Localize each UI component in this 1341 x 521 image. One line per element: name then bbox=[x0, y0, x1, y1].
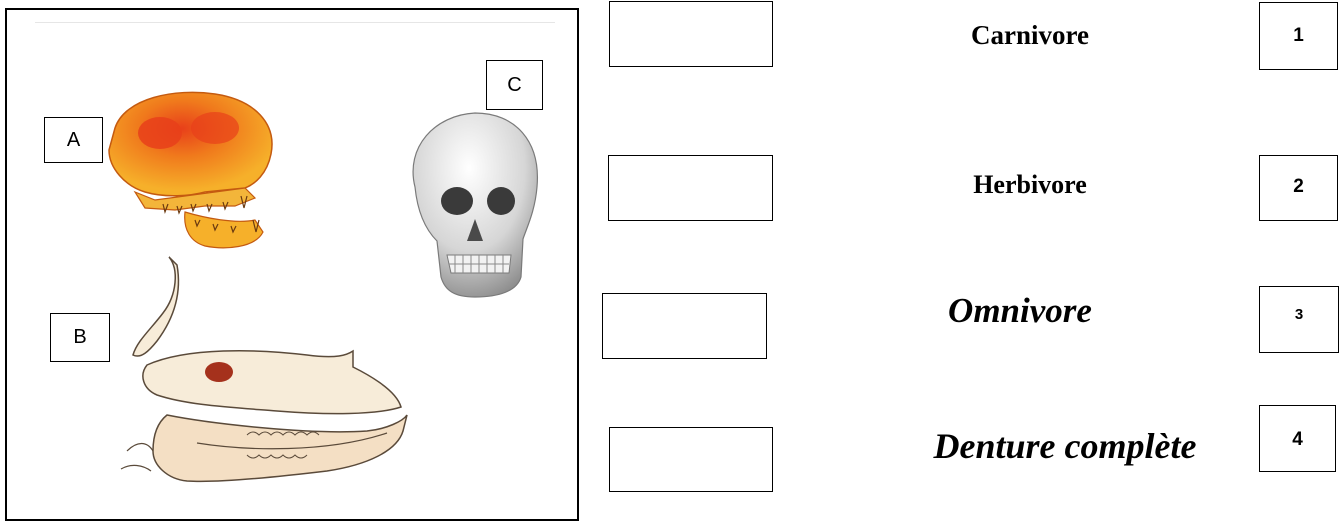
number-box-2: 2 bbox=[1259, 155, 1338, 221]
cow-skull-illustration bbox=[107, 255, 427, 515]
term-herbivore: Herbivore bbox=[940, 170, 1120, 200]
number-2: 2 bbox=[1260, 176, 1337, 198]
number-box-1: 1 bbox=[1259, 2, 1338, 70]
number-4: 4 bbox=[1260, 429, 1335, 451]
number-1: 1 bbox=[1260, 25, 1337, 47]
number-3: 3 bbox=[1260, 306, 1338, 323]
label-c: C bbox=[486, 60, 543, 110]
answer-box-2[interactable] bbox=[608, 155, 773, 221]
number-box-3: 3 bbox=[1259, 286, 1339, 353]
term-carnivore: Carnivore bbox=[930, 20, 1130, 51]
answer-box-3[interactable] bbox=[602, 293, 767, 359]
term-denture-complete: Denture complète bbox=[910, 425, 1220, 467]
number-box-4: 4 bbox=[1259, 405, 1336, 472]
term-omnivore: Omnivore bbox=[920, 291, 1120, 331]
answer-box-1[interactable] bbox=[609, 1, 773, 67]
panel-divider bbox=[35, 22, 555, 23]
label-b: B bbox=[50, 313, 110, 362]
cat-skull-illustration bbox=[95, 88, 285, 258]
label-a: A bbox=[44, 117, 103, 163]
answer-box-4[interactable] bbox=[609, 427, 773, 492]
